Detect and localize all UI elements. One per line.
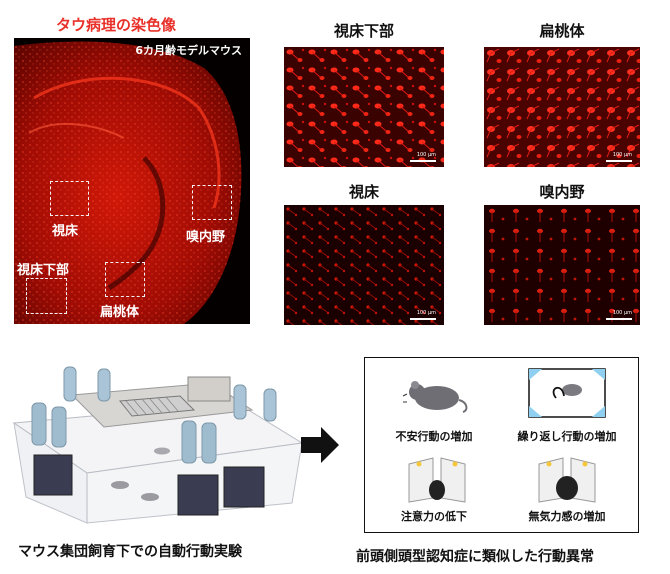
result-caption: 前頭側頭型認知症に類似した行動異常 xyxy=(356,549,594,565)
stain-cells xyxy=(484,205,640,325)
micrograph-amygdala: 100 µm xyxy=(484,47,640,167)
behavior-results-box: 不安行動の増加 繰り返し行動の増加 注意力の低下 xyxy=(364,357,639,533)
group-housing-cage-illustration xyxy=(12,355,304,525)
scale-bar xyxy=(606,160,632,162)
scale-bar-label: 100 µm xyxy=(416,152,436,158)
brain-stain-graphic xyxy=(14,41,242,324)
micrograph-hypothalamus: 100 µm xyxy=(284,47,444,167)
roi-label-thalamus: 視床 xyxy=(52,224,79,239)
micro-label-thalamus: 視床 xyxy=(348,183,379,201)
roi-hypothalamus xyxy=(26,278,67,314)
roi-label-hypothalamus: 視床下部 xyxy=(17,263,70,278)
scale-bar-label: 100 µm xyxy=(612,310,632,316)
roi-amygdala xyxy=(105,262,145,297)
experiment-caption: マウス集団飼育下での自動行動実験 xyxy=(18,544,242,560)
scale-bar xyxy=(410,160,436,162)
attention-test-icon xyxy=(405,456,469,508)
symptom-label-anxiety: 不安行動の増加 xyxy=(395,430,473,443)
roi-thalamus xyxy=(50,181,89,216)
page-title: タウ病理の染色像 xyxy=(56,16,177,34)
repetitive-behavior-icon xyxy=(528,368,606,422)
micro-label-hypothalamus: 視床下部 xyxy=(333,22,394,40)
stain-cells xyxy=(484,47,640,167)
stain-cells xyxy=(284,205,444,325)
brain-section-image: 6カ月齢モデルマウス 視床 嗅内野 視床下部 扁桃体 xyxy=(14,38,250,324)
roi-entorhinal xyxy=(192,185,232,220)
symptom-label-attention: 注意力の低下 xyxy=(401,510,467,523)
scale-bar-label: 100 µm xyxy=(612,152,632,158)
micro-label-amygdala: 扁桃体 xyxy=(539,22,585,40)
apathy-test-icon xyxy=(535,456,599,508)
scale-bar xyxy=(606,318,632,320)
micro-label-entorhinal: 嗅内野 xyxy=(539,183,585,201)
symptom-label-repetitive: 繰り返し行動の増加 xyxy=(517,430,617,443)
scale-bar-label: 100 µm xyxy=(416,310,436,316)
scale-bar xyxy=(410,318,436,320)
arrow-right-icon xyxy=(301,425,341,469)
micrograph-entorhinal: 100 µm xyxy=(484,205,640,325)
symptom-label-apathy: 無気力感の増加 xyxy=(528,510,606,523)
anxiety-mouse-icon xyxy=(401,376,471,420)
stain-cells xyxy=(284,47,444,167)
roi-label-entorhinal: 嗅内野 xyxy=(186,230,226,245)
micrograph-thalamus: 100 µm xyxy=(284,205,444,325)
brain-subtitle: 6カ月齢モデルマウス xyxy=(135,44,242,57)
roi-label-amygdala: 扁桃体 xyxy=(100,305,140,320)
